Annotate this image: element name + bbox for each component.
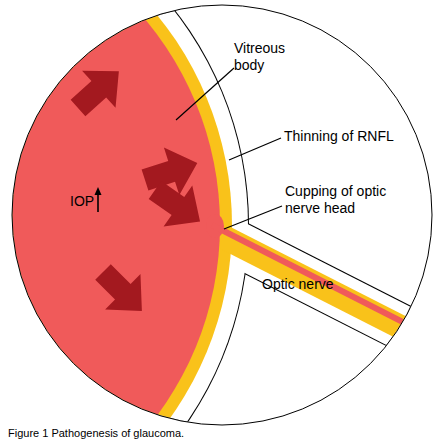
part-label: Cupping of optic nerve head: [285, 183, 389, 217]
part-label: Thinning of RNFL: [284, 128, 434, 145]
optic-nerve-core: [212, 225, 446, 402]
increase-arrow-shaft: [97, 193, 99, 212]
figure-caption: Figure 1 Pathogenesis of glaucoma.: [8, 427, 438, 440]
leader-line: [224, 206, 282, 229]
nerve-sheath: [200, 225, 446, 408]
pressure-arrow: [85, 254, 159, 328]
pressure-arrow: [141, 170, 215, 243]
leader-line: [176, 68, 234, 120]
increase-arrow-head: [95, 187, 102, 195]
quantity-label: IOP: [70, 193, 110, 210]
pressure-arrow: [61, 53, 135, 127]
vitreous-body: [0, 0, 220, 444]
optic-nerve-fibers: [200, 225, 446, 408]
part-label: Optic nerve: [262, 276, 362, 293]
pressure-arrows: [61, 53, 214, 329]
sclera: [0, 0, 248, 444]
part-label: Vitreous body: [234, 40, 296, 74]
sclera-outline: [0, 0, 249, 444]
increase-arrow: [95, 187, 102, 212]
leader-line: [229, 138, 281, 160]
nerve-sheath-outline: [200, 225, 446, 408]
zoom-circle: [12, 5, 432, 425]
retinal-nerve-fiber-layer: [0, 0, 232, 444]
leader-lines: [176, 68, 282, 229]
